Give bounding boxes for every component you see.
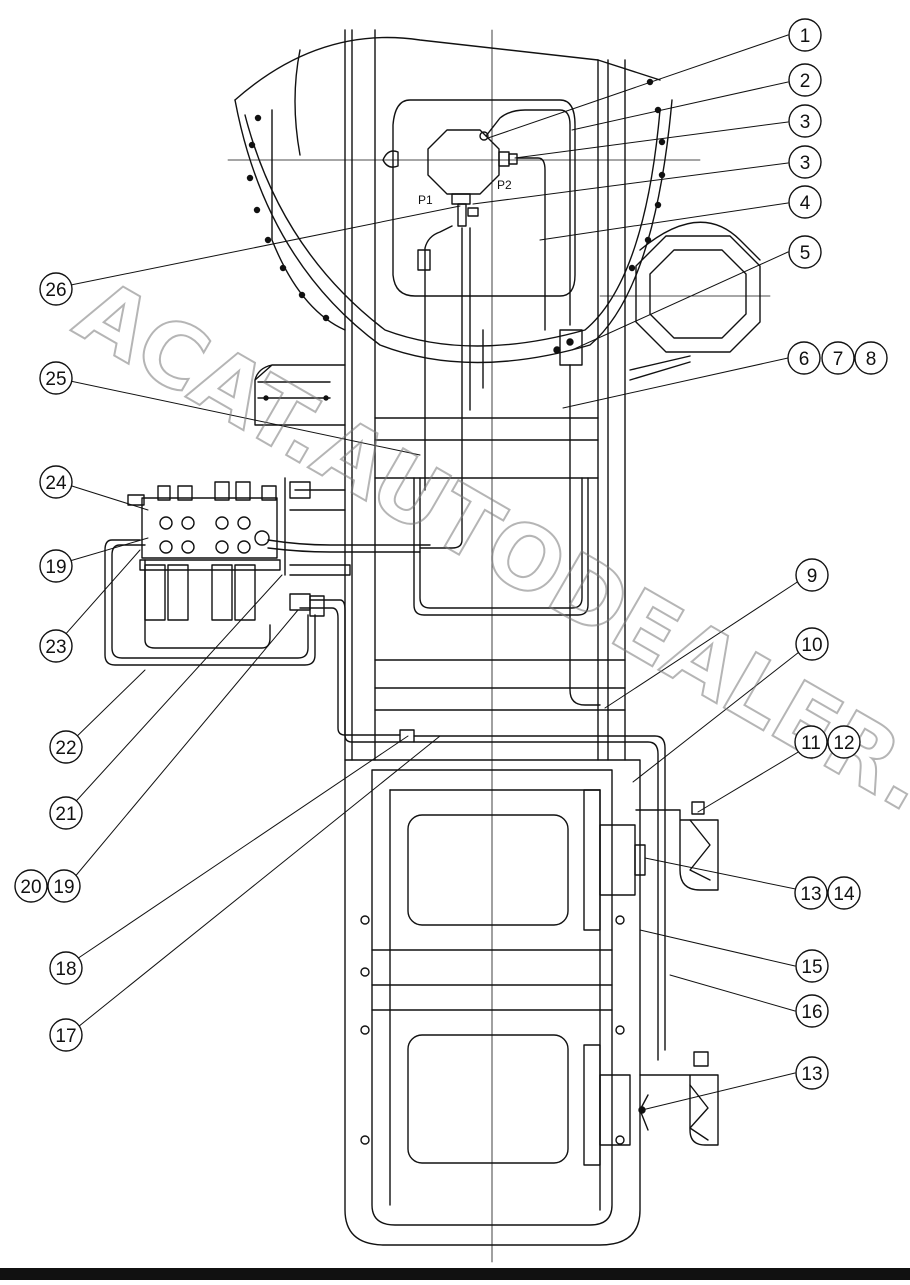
callout-3a: 3 [789, 105, 821, 137]
svg-text:8: 8 [866, 349, 877, 370]
callout-6: 6 [788, 342, 820, 374]
callout-2: 2 [789, 64, 821, 96]
callout-16: 16 [796, 995, 828, 1027]
svg-text:20: 20 [20, 877, 41, 898]
svg-text:13: 13 [801, 1064, 822, 1085]
callout-22: 22 [50, 731, 82, 763]
callout-21: 21 [50, 797, 82, 829]
callout-5: 5 [789, 236, 821, 268]
callout-15: 15 [796, 950, 828, 982]
svg-text:9: 9 [807, 566, 818, 587]
svg-text:15: 15 [801, 957, 822, 978]
callout-7: 7 [822, 342, 854, 374]
callout-11: 11 [795, 726, 827, 758]
callout-19b: 19 [48, 870, 80, 902]
svg-text:3: 3 [800, 153, 811, 174]
bottom-border [0, 1268, 910, 1280]
callout-9: 9 [796, 559, 828, 591]
callout-14: 14 [828, 877, 860, 909]
callout-10: 10 [796, 628, 828, 660]
callout-25: 25 [40, 362, 72, 394]
svg-text:4: 4 [800, 193, 811, 214]
svg-text:18: 18 [55, 959, 76, 980]
svg-text:14: 14 [833, 884, 855, 905]
callout-18: 18 [50, 952, 82, 984]
svg-text:21: 21 [55, 804, 76, 825]
slewing-ring [235, 38, 672, 363]
svg-text:22: 22 [55, 738, 76, 759]
svg-text:16: 16 [801, 1002, 822, 1023]
callout-20: 20 [15, 870, 47, 902]
svg-text:12: 12 [833, 733, 854, 754]
port-labels: P1 P2 [418, 178, 512, 207]
callout-3b: 3 [789, 146, 821, 178]
svg-text:25: 25 [45, 369, 66, 390]
svg-text:11: 11 [801, 733, 821, 754]
svg-text:5: 5 [800, 243, 811, 264]
svg-text:6: 6 [799, 349, 810, 370]
port-p1-label: P1 [418, 193, 433, 207]
callout-24: 24 [40, 466, 72, 498]
callout-23: 23 [40, 630, 72, 662]
svg-text:3: 3 [800, 112, 811, 133]
callout-1: 1 [789, 19, 821, 51]
lower-frame [345, 760, 640, 1245]
port-p2-label: P2 [497, 178, 512, 192]
callout-13b: 13 [796, 1057, 828, 1089]
svg-text:19: 19 [53, 877, 74, 898]
callout-19a: 19 [40, 550, 72, 582]
svg-text:7: 7 [833, 349, 844, 370]
callout-17: 17 [50, 1019, 82, 1051]
leader-lines [56, 35, 815, 1110]
callout-8: 8 [855, 342, 887, 374]
svg-text:24: 24 [45, 473, 67, 494]
callout-4: 4 [789, 186, 821, 218]
cylinders [635, 802, 718, 1145]
svg-text:13: 13 [800, 884, 821, 905]
svg-text:26: 26 [45, 280, 66, 301]
svg-text:2: 2 [800, 71, 811, 92]
watermark-text: ACAT.AUTODEALER.RU [60, 259, 910, 901]
callout-13a: 13 [795, 877, 827, 909]
svg-text:1: 1 [800, 26, 811, 47]
svg-text:10: 10 [801, 635, 822, 656]
right-tank [630, 222, 760, 380]
svg-text:19: 19 [45, 557, 66, 578]
callout-12: 12 [828, 726, 860, 758]
svg-text:23: 23 [45, 637, 66, 658]
control-valve-bank [128, 478, 345, 620]
svg-text:17: 17 [55, 1026, 76, 1047]
callout-26: 26 [40, 273, 72, 305]
